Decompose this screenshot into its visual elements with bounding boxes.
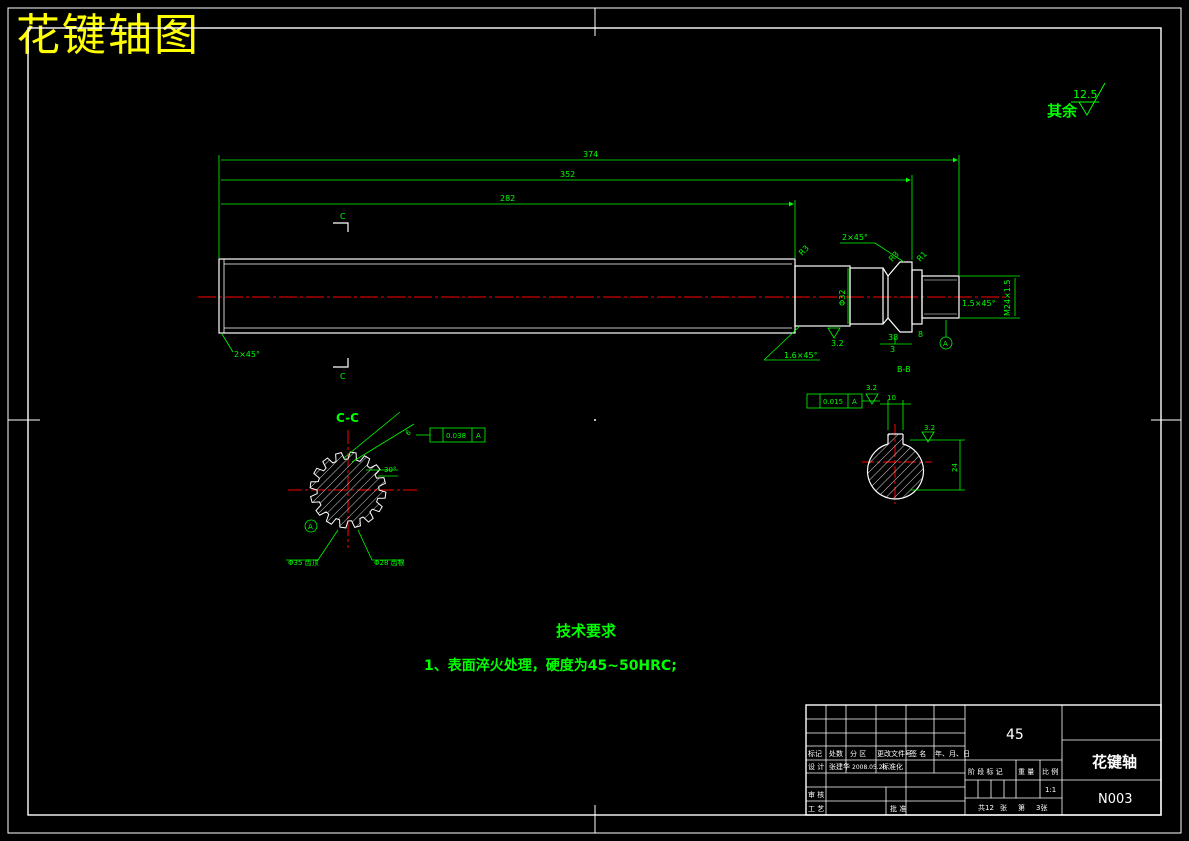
svg-text:批 准: 批 准 (890, 804, 906, 813)
svg-text:张: 张 (1000, 803, 1007, 812)
inner-frame (27, 27, 1162, 816)
dim-groove: R3 (887, 250, 901, 264)
svg-text:A: A (476, 432, 481, 440)
dim-neck: R1 (915, 250, 929, 264)
svg-text:处数: 处数 (829, 749, 843, 758)
dim-len-c: 3 (890, 345, 895, 354)
dim-chamfer-left: 2×45° (234, 350, 260, 359)
dim-chamfer-small: 2×45° (842, 233, 868, 242)
section-label-bottom: C (340, 372, 346, 381)
keyway-width: 10 (887, 394, 896, 402)
dim-chamfer-mid: 1.6×45° (784, 351, 818, 360)
spline-notes: Φ35 齿顶 Φ28 齿根 30° 6 (288, 428, 413, 567)
roughness-label: 其余 (1047, 102, 1078, 120)
svg-text:重 量: 重 量 (1018, 768, 1034, 776)
section-cut-marks (333, 222, 349, 368)
spline-note-tooth: 6 (404, 428, 413, 437)
keyway-section-view (862, 393, 965, 504)
keyway-depth: 24 (951, 463, 959, 472)
tech-heading: 技术要求 (556, 622, 617, 640)
page-title: 花键轴图 (16, 10, 200, 61)
dim-spline-length: 282 (500, 194, 515, 203)
dim-len-a: 38 (888, 333, 898, 342)
svg-text:共12: 共12 (978, 803, 994, 812)
part-name: 花键轴 (1092, 753, 1137, 771)
dim-chamfer-right: 1.5×45° (962, 299, 996, 308)
svg-text:签 名: 签 名 (910, 749, 926, 758)
svg-text:阶 段 标 记: 阶 段 标 记 (968, 767, 1003, 776)
centering-marks (8, 8, 1181, 833)
dim-overall: 374 (583, 150, 598, 159)
svg-text:A: A (852, 398, 857, 406)
title-block-texts: 45 花键轴 N003 标记 处数 分 区 更改文件号 签 名 年、月、日 设 … (808, 727, 1137, 813)
tolerance-frame-keyway: 0.015 A (806, 393, 880, 409)
spline-view-label: C-C (336, 411, 359, 425)
svg-text:更改文件号: 更改文件号 (877, 749, 912, 758)
center-dot (594, 419, 596, 421)
spline-note-angle: 30° (384, 466, 396, 474)
dim-to-thread: 352 (560, 170, 575, 179)
tolerance-frame-spline: 0.038 A (416, 427, 486, 443)
svg-text:3.2: 3.2 (831, 339, 844, 348)
svg-text:工 艺: 工 艺 (808, 805, 824, 813)
section-label-top: C (340, 212, 346, 221)
svg-text:2008.05.20: 2008.05.20 (852, 764, 887, 771)
svg-text:1:1: 1:1 (1045, 786, 1056, 794)
svg-text:0.038: 0.038 (446, 432, 466, 440)
tech-line-1: 1、表面淬火处理，硬度为45~50HRC; (424, 657, 677, 674)
keyway-notes: 10 3.2 3.2 24 (866, 384, 959, 472)
dimension-texts: 374 352 282 2×45° 1.6×45° 2×45° 1.5×45° … (234, 150, 1012, 360)
svg-text:第: 第 (1018, 803, 1025, 812)
spline-note-right: Φ28 齿根 (374, 558, 405, 567)
svg-text:标准化: 标准化 (882, 762, 903, 771)
dimension-lines (218, 155, 1020, 361)
roughness-symbol-main: 3.2 (827, 327, 844, 348)
title-block (805, 704, 1162, 816)
svg-text:A: A (943, 340, 948, 348)
roughness-value: 12.5 (1073, 88, 1098, 101)
svg-text:比 例: 比 例 (1042, 767, 1058, 776)
svg-text:张建华: 张建华 (829, 762, 850, 771)
keyway-rough-top: 3.2 (866, 384, 877, 392)
datum-marker-main: A (939, 320, 953, 350)
svg-text:年、月、日: 年、月、日 (935, 749, 970, 758)
dim-thread: M24×1.5 (1003, 279, 1012, 316)
svg-text:A: A (308, 523, 313, 531)
material-value: 45 (1006, 727, 1024, 743)
spline-section-view: C-C A (286, 411, 420, 561)
svg-text:3张: 3张 (1036, 803, 1047, 812)
spline-note-left: Φ35 齿顶 (288, 559, 319, 567)
bb-view-label: B-B (897, 365, 911, 374)
dim-len-b: 8 (918, 330, 923, 339)
keyway-rough-side: 3.2 (924, 424, 935, 432)
shaft-main-view (198, 258, 1010, 334)
svg-text:标记: 标记 (808, 749, 822, 758)
svg-text:分 区: 分 区 (850, 749, 866, 758)
dim-groove-r: R3 (797, 244, 811, 258)
dim-dia-mid: Φ32 (838, 290, 847, 306)
svg-text:设 计: 设 计 (808, 762, 824, 771)
drawing-number: N003 (1098, 792, 1133, 807)
svg-text:审 核: 审 核 (808, 790, 824, 799)
svg-text:0.015: 0.015 (823, 398, 843, 406)
roughness-note: 其余 12.5 (1047, 82, 1106, 120)
